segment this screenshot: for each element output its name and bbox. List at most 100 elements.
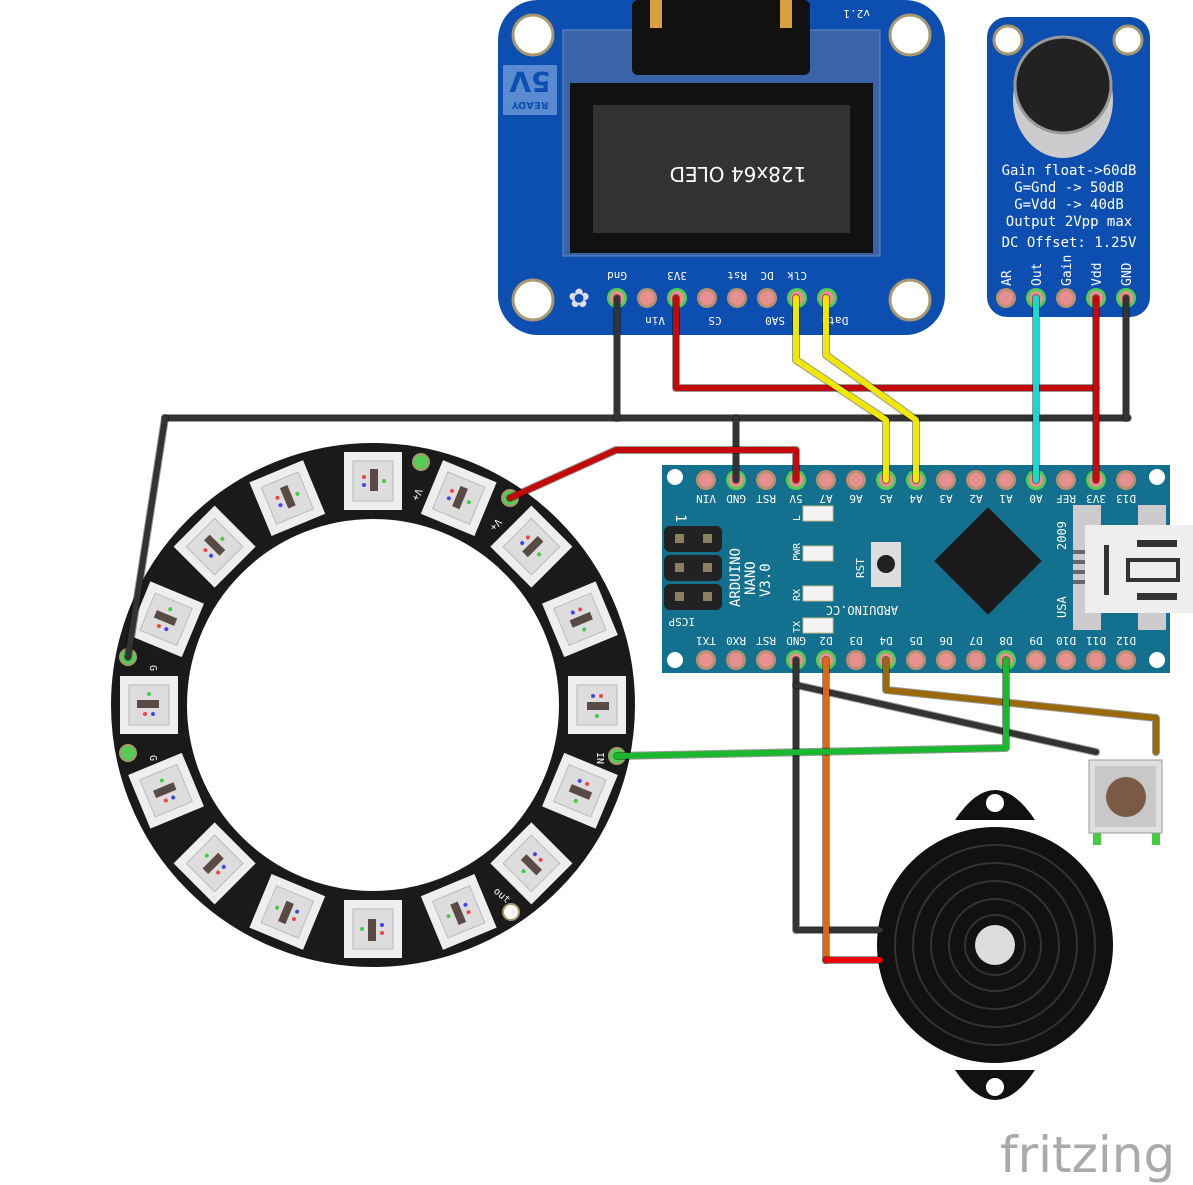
- nano-pin-rst[interactable]: [756, 650, 776, 670]
- adafruit-star-icon: ✿: [568, 284, 590, 313]
- nano-version: V3.0: [758, 563, 774, 597]
- nano-pin-a6[interactable]: [846, 470, 866, 490]
- oled-pin-cs[interactable]: [697, 288, 717, 308]
- oled-pin-label: 3V3: [667, 269, 687, 282]
- ring-data-wire[interactable]: [613, 656, 1010, 760]
- button-signal-wire[interactable]: [882, 656, 1160, 756]
- nano-pin-d7[interactable]: [966, 650, 986, 670]
- nano-pin-tx1[interactable]: [696, 650, 716, 670]
- push-button[interactable]: [1088, 759, 1163, 845]
- mic-info-line: DC Offset: 1.25V: [1002, 235, 1137, 251]
- nano-pin-a1[interactable]: [996, 470, 1016, 490]
- oled-pin-label: Rst: [727, 269, 747, 282]
- nano-pin-label: D7: [969, 634, 982, 647]
- nano-pin-rst[interactable]: [756, 470, 776, 490]
- nano-pin-label: D4: [879, 634, 893, 647]
- oled-pin-rst[interactable]: [727, 288, 747, 308]
- ring-pad-label: IN: [594, 752, 605, 764]
- neopixel-led: [249, 460, 326, 536]
- neopixel-led: [128, 752, 204, 829]
- nano-pin-d3[interactable]: [846, 650, 866, 670]
- nano-pin-label: A4: [909, 492, 923, 505]
- nano-pin-label: D10: [1056, 634, 1076, 647]
- oled-clk-wire[interactable]: [792, 294, 890, 484]
- piezo-buzzer[interactable]: [877, 790, 1113, 1100]
- neopixel-led: [249, 874, 326, 950]
- mic-info-line: G=Gnd -> 50dB: [1014, 180, 1124, 196]
- fritzing-logo: fritzing: [1000, 1126, 1175, 1184]
- mic-pin-label: GND: [1120, 262, 1135, 286]
- mic-pin-label: AR: [1000, 270, 1015, 286]
- nano-pin-label: TX1: [696, 634, 716, 647]
- nano-pin-label: VIN: [696, 492, 716, 505]
- oled-3v3-wire[interactable]: [672, 294, 1100, 392]
- oled-data-wire[interactable]: [822, 294, 920, 484]
- mic-pin-label: Out: [1030, 263, 1045, 286]
- nano-pin-label: A7: [819, 492, 832, 505]
- nano-pin-vin[interactable]: [696, 470, 716, 490]
- mic-pin-ar[interactable]: [996, 288, 1016, 308]
- nano-pin-label: A1: [999, 492, 1012, 505]
- ring-pad[interactable]: [119, 744, 137, 762]
- nano-pin-a3[interactable]: [936, 470, 956, 490]
- ring-gnd-wire[interactable]: [124, 414, 169, 661]
- svg-text:5V: 5V: [509, 65, 550, 98]
- nano-pin-label: D3: [849, 634, 862, 647]
- nano-pin-label: D11: [1086, 634, 1106, 647]
- nano-pin-d6[interactable]: [936, 650, 956, 670]
- ring-pad[interactable]: [412, 453, 430, 471]
- mic-info-line: G=Vdd -> 40dB: [1014, 197, 1124, 213]
- mic-pin-label: Gain: [1060, 255, 1075, 286]
- microcontroller-chip: [934, 507, 1042, 615]
- icsp-pin1-label: 1: [672, 514, 688, 522]
- nano-pin-d11[interactable]: [1086, 650, 1106, 670]
- nano-pin-label: GND: [786, 634, 806, 647]
- mic-pin-gain[interactable]: [1056, 288, 1076, 308]
- nano-pin-label: D5: [909, 634, 922, 647]
- led-rx: [802, 585, 834, 602]
- 5v-ready-badge: 5V READY: [503, 65, 557, 115]
- nano-pin-d5[interactable]: [906, 650, 926, 670]
- nano-pin-label: A3: [939, 492, 952, 505]
- nano-pin-label: 3V3: [1086, 492, 1106, 505]
- ring-pad-label: G: [147, 755, 158, 761]
- nano-model: NANO: [743, 561, 759, 595]
- arduino-cc-label: ARDUINO.CC: [826, 603, 898, 617]
- nano-pin-d10[interactable]: [1056, 650, 1076, 670]
- nano-pin-label: A0: [1029, 492, 1042, 505]
- oled-pin-vin[interactable]: [637, 288, 657, 308]
- led-l: [802, 505, 834, 522]
- neopixel-led: [568, 676, 626, 734]
- nano-pin-d12[interactable]: [1116, 650, 1136, 670]
- mini-usb-connector: [1073, 505, 1193, 630]
- led-label: TX: [792, 621, 803, 633]
- reset-button[interactable]: [871, 542, 901, 587]
- nano-pin-ref[interactable]: [1056, 470, 1076, 490]
- nano-pin-d9[interactable]: [1026, 650, 1046, 670]
- nano-pin-rx0[interactable]: [726, 650, 746, 670]
- neopixel-led: [420, 874, 497, 950]
- mic-info-line: Output 2Vpp max: [1006, 214, 1132, 230]
- icsp-header: [664, 526, 722, 610]
- oled-pin-label: Gnd: [607, 269, 627, 282]
- nano-pin-label: REF: [1056, 492, 1076, 505]
- nano-pin-d13[interactable]: [1116, 470, 1136, 490]
- oled-pin-dc[interactable]: [757, 288, 777, 308]
- nano-pin-a2[interactable]: [966, 470, 986, 490]
- led-label: RX: [792, 589, 803, 601]
- button-gnd-wire[interactable]: [792, 681, 1100, 756]
- ring-pad[interactable]: [502, 903, 520, 921]
- nano-pin-a7[interactable]: [816, 470, 836, 490]
- neopixel-led: [120, 676, 178, 734]
- oled-pin-label: CS: [708, 314, 721, 327]
- ring-5v-wire[interactable]: [506, 446, 800, 502]
- nano-pin-label: A6: [849, 492, 862, 505]
- nano-pin-label: RST: [756, 492, 776, 505]
- ring-pad-label: V+: [409, 487, 423, 502]
- neopixel-led: [344, 452, 402, 510]
